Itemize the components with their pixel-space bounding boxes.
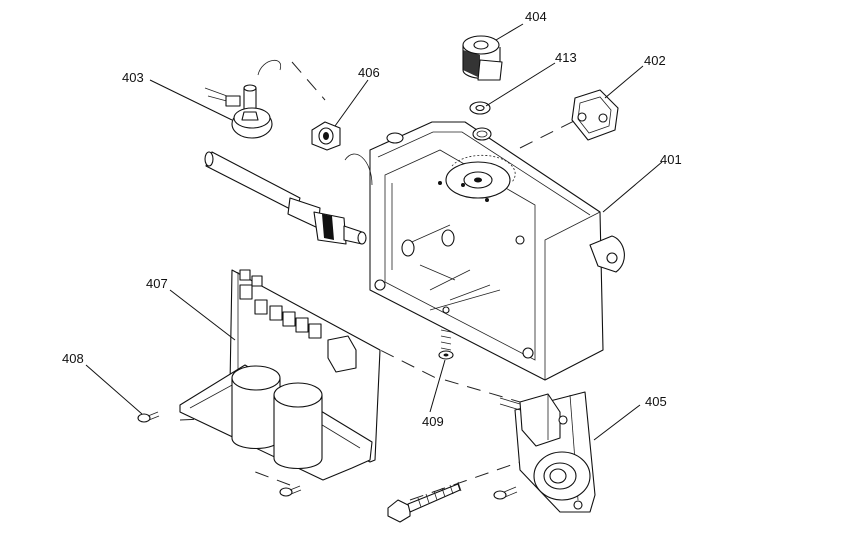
part-401-housing bbox=[369, 121, 625, 381]
long-bolt bbox=[387, 481, 462, 523]
callout-404: 404 bbox=[525, 9, 547, 24]
callout-401: 401 bbox=[660, 152, 682, 167]
board-screw bbox=[279, 485, 302, 497]
part-402-cover bbox=[571, 89, 619, 141]
callout-408: 408 bbox=[62, 351, 84, 366]
part-406-bushing bbox=[311, 121, 341, 151]
callout-406: 406 bbox=[358, 65, 380, 80]
part-413-nut bbox=[469, 101, 492, 141]
callout-405: 405 bbox=[645, 394, 667, 409]
callout-413: 413 bbox=[555, 50, 577, 65]
callout-407: 407 bbox=[146, 276, 168, 291]
cable-assembly bbox=[204, 151, 373, 245]
part-408-screw bbox=[137, 411, 160, 423]
callout-402: 402 bbox=[644, 53, 666, 68]
part-407-circuit-board bbox=[179, 269, 381, 481]
part-405-motor bbox=[499, 391, 596, 513]
callout-labels: 401 402 403 404 405 406 407 408 409 413 bbox=[62, 9, 682, 429]
callout-403: 403 bbox=[122, 70, 144, 85]
part-403-potentiometer bbox=[204, 60, 282, 139]
part-404-knob bbox=[462, 35, 503, 81]
motor-screw bbox=[493, 486, 518, 500]
part-409-screw bbox=[438, 306, 454, 360]
callout-409: 409 bbox=[422, 414, 444, 429]
leader-lines bbox=[85, 23, 663, 441]
